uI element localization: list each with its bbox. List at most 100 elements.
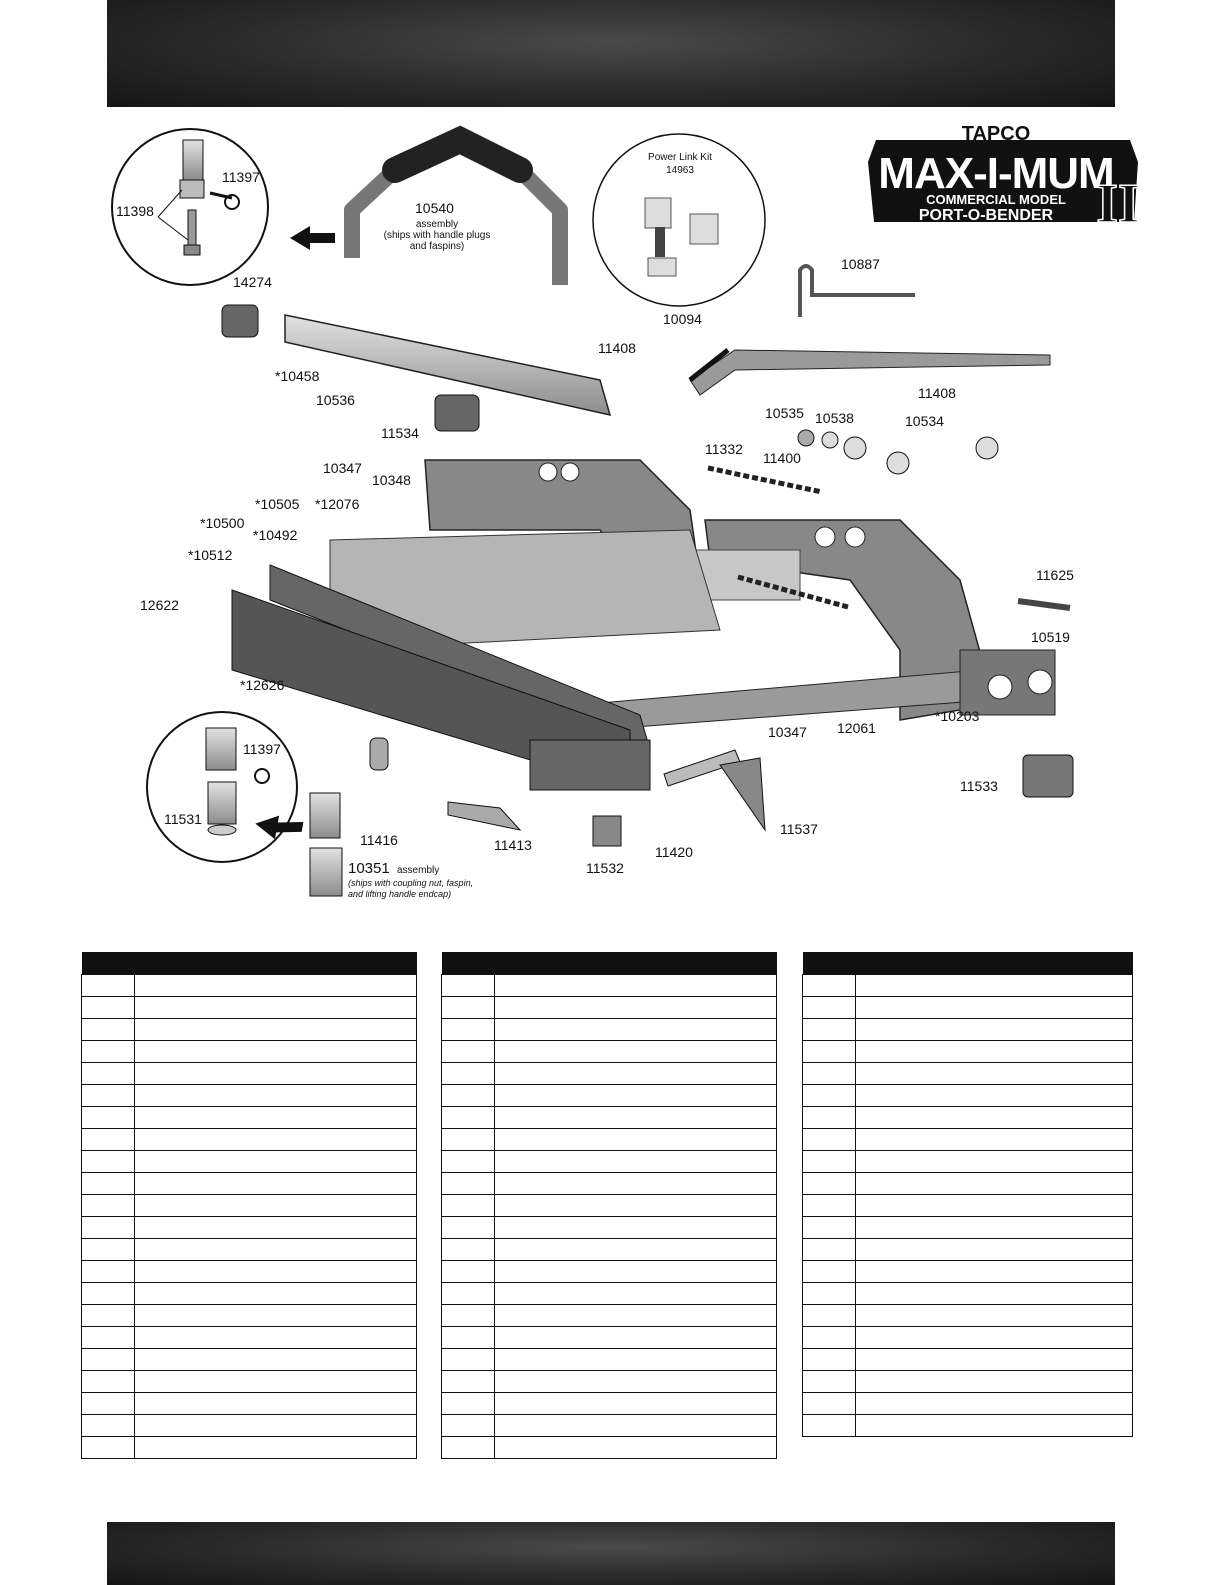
table-row xyxy=(81,1150,417,1173)
coupling-note-2: and lifting handle endcap) xyxy=(348,889,451,899)
table-row xyxy=(81,1436,417,1459)
table-row xyxy=(81,1370,417,1393)
hex-key xyxy=(798,264,915,317)
callout-11420: 11420 xyxy=(655,844,693,860)
callout-10492: *10492 xyxy=(253,527,298,543)
table-row xyxy=(441,1084,777,1107)
callout-10347a: 10347 xyxy=(323,460,362,476)
power-link-part: 14963 xyxy=(666,165,694,176)
logo-name: PORT-O-BENDER xyxy=(919,207,1054,224)
upper-tube xyxy=(284,314,612,417)
table-row xyxy=(441,1172,777,1195)
table-row xyxy=(81,1194,417,1217)
callout-10094: 10094 xyxy=(663,311,702,327)
table-row xyxy=(802,1018,1133,1041)
power-link-kit-detail xyxy=(592,133,766,307)
table-row xyxy=(802,1414,1133,1437)
table-row xyxy=(81,1414,417,1437)
power-link-title: Power Link Kit xyxy=(648,152,712,163)
table-row xyxy=(441,996,777,1019)
table-row xyxy=(802,1348,1133,1371)
table-row xyxy=(441,1040,777,1063)
callout-10347b: 10347 xyxy=(768,724,807,740)
callout-10534: 10534 xyxy=(905,413,944,429)
callout-11533: 11533 xyxy=(960,778,998,794)
callout-10203: *10203 xyxy=(935,708,980,724)
callout-14274: 14274 xyxy=(233,274,272,290)
table-row xyxy=(81,1128,417,1151)
table-row xyxy=(802,1128,1133,1151)
coupling-suffix: assembly xyxy=(397,865,439,876)
table-row xyxy=(81,1018,417,1041)
callout-11532: 11532 xyxy=(586,860,624,876)
table-row xyxy=(81,1282,417,1305)
callout-11625: 11625 xyxy=(1036,567,1074,583)
table-row xyxy=(81,1062,417,1085)
coupling-detail xyxy=(146,711,298,863)
tube-endcap xyxy=(221,304,259,338)
upper-rail xyxy=(689,349,1051,396)
header-band xyxy=(107,0,1115,107)
callout-11398: 11398 xyxy=(116,203,154,219)
table-row xyxy=(802,1194,1133,1217)
table-row xyxy=(441,1018,777,1041)
table-row xyxy=(802,1326,1133,1349)
table-row xyxy=(441,1414,777,1437)
callout-10887: 10887 xyxy=(841,256,880,272)
table-row xyxy=(81,1040,417,1063)
callout-11397b: 11397 xyxy=(243,741,281,757)
handle-note-2: (ships with handle plugs xyxy=(384,230,491,241)
table-row xyxy=(441,1304,777,1327)
table-row xyxy=(441,1238,777,1261)
logo-brand: TAPCO xyxy=(962,123,1031,145)
table-row xyxy=(81,996,417,1019)
table-row xyxy=(802,1084,1133,1107)
callout-11408a: 11408 xyxy=(598,340,636,356)
callout-10538: 10538 xyxy=(815,410,854,426)
table-row xyxy=(81,1106,417,1129)
table-row xyxy=(441,1106,777,1129)
table-row xyxy=(81,1216,417,1239)
callout-10519: 10519 xyxy=(1031,629,1070,645)
table-row xyxy=(802,1040,1133,1063)
arrow-icon xyxy=(290,226,335,250)
table-row xyxy=(81,1304,417,1327)
table-row xyxy=(802,974,1133,997)
parts-table-2 xyxy=(441,952,777,1459)
table-row xyxy=(441,1392,777,1415)
arrow-icon-2 xyxy=(255,815,304,840)
logo-product: MAX-I-MUM xyxy=(878,149,1113,198)
table-row xyxy=(81,1238,417,1261)
table-row xyxy=(802,1304,1133,1327)
logo-numeral: II xyxy=(1096,173,1140,230)
handle-note-3: and faspins) xyxy=(410,241,464,252)
parts-table-1 xyxy=(81,952,417,1459)
table-row xyxy=(441,1436,777,1459)
table-row xyxy=(81,1260,417,1283)
table-row xyxy=(441,1282,777,1305)
parts-table-3 xyxy=(802,952,1133,1437)
table-row xyxy=(802,1172,1133,1195)
table-row xyxy=(81,974,417,997)
table-row xyxy=(441,1348,777,1371)
callout-11413: 11413 xyxy=(494,837,532,853)
callout-12626: *12626 xyxy=(240,677,285,693)
logo-model: COMMERCIAL MODEL xyxy=(926,192,1066,207)
table-row xyxy=(441,1216,777,1239)
handle-note-1: assembly xyxy=(416,219,458,230)
table-row xyxy=(81,1392,417,1415)
table-row xyxy=(441,1194,777,1217)
handle-grip xyxy=(382,125,533,183)
callout-10500: *10500 xyxy=(200,515,245,531)
table-row xyxy=(441,1370,777,1393)
handle-pin-detail xyxy=(111,128,269,286)
table-row xyxy=(81,1326,417,1349)
table-row xyxy=(802,1150,1133,1173)
table-row xyxy=(81,1084,417,1107)
exploded-parts-diagram: 11397 11398 10540 assembly (ships with h… xyxy=(111,125,1074,899)
callout-10458: *10458 xyxy=(275,368,320,384)
table-row xyxy=(802,1282,1133,1305)
callout-10536: 10536 xyxy=(316,392,355,408)
callout-12061: 12061 xyxy=(837,720,876,736)
callout-10512: *10512 xyxy=(188,547,233,563)
